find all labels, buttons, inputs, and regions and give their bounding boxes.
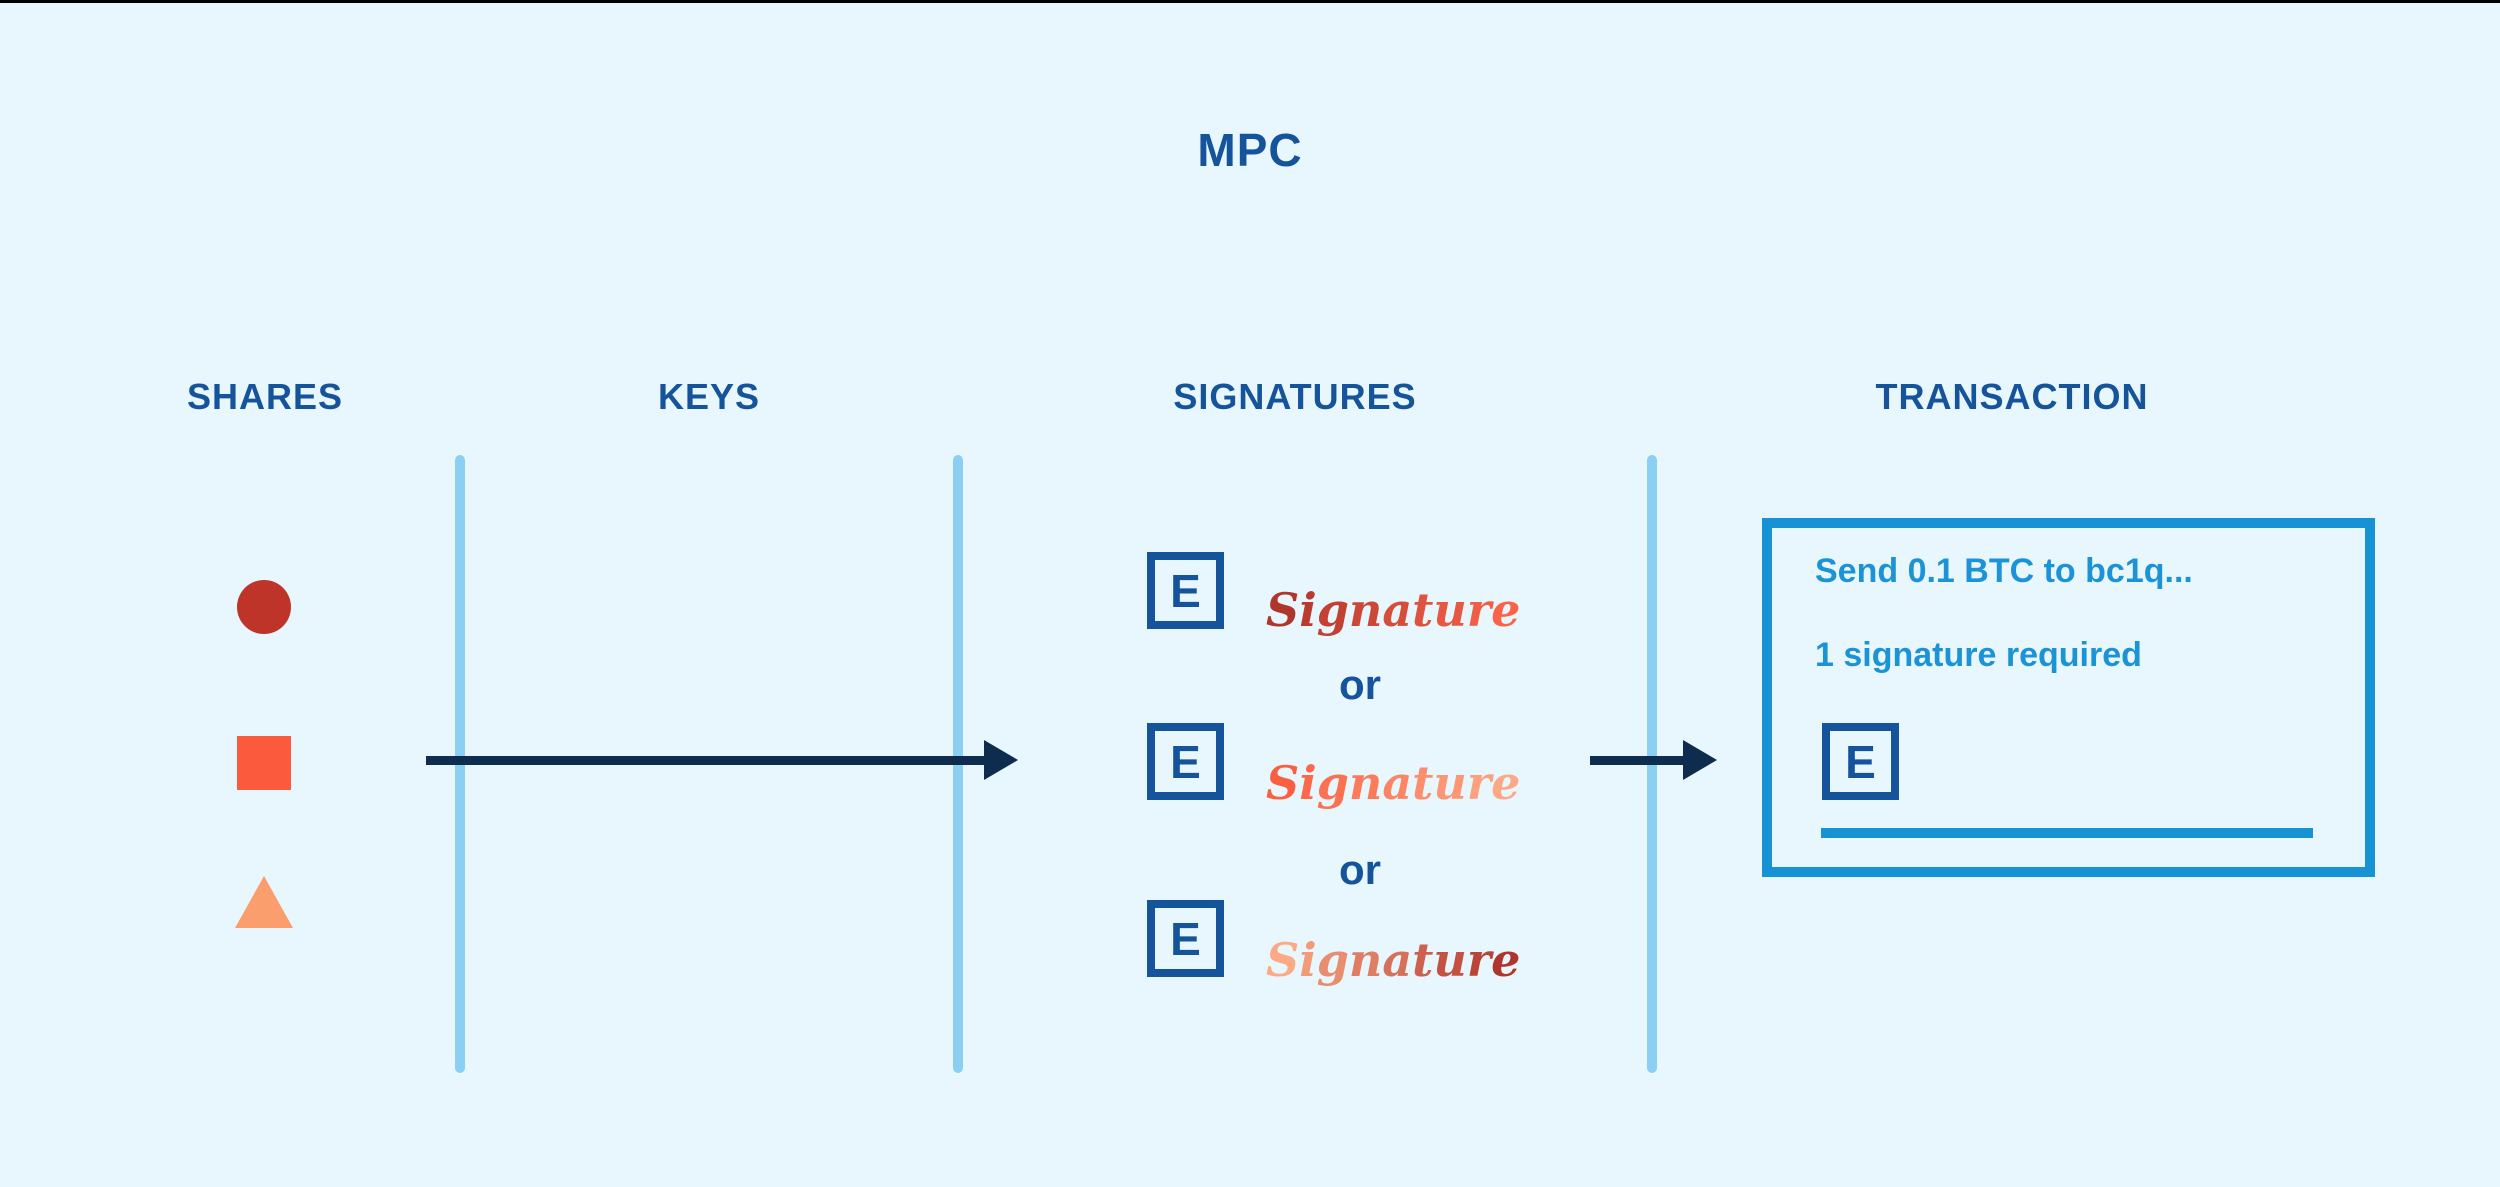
column-header-signatures: SIGNATURES (1173, 376, 1417, 417)
signature-script-label: Signature (1266, 933, 1521, 987)
column-header-transaction: TRANSACTION (1875, 376, 2149, 417)
column-header-keys: KEYS (657, 376, 761, 417)
or-separator: or (1339, 846, 1381, 893)
e-badge-icon: E (1147, 723, 1224, 800)
shares-to-signatures-arrow (426, 756, 984, 765)
signature-underline (1821, 828, 2313, 838)
e-badge-icon: E (1822, 723, 1899, 800)
signature-script-label: Signature (1266, 756, 1521, 810)
or-separator: or (1339, 661, 1381, 708)
signature-script-label: Signature (1266, 583, 1521, 637)
signatures-to-transaction-arrow (1590, 756, 1683, 765)
top-edge-line (0, 0, 2500, 3)
signatures-to-transaction-arrow-head-icon (1683, 740, 1717, 780)
share-triangle-icon (235, 876, 293, 928)
transaction-requirement-text: 1 signature required (1815, 636, 2142, 674)
share-circle-icon (237, 580, 291, 634)
diagram-title: MPC (1197, 124, 1303, 176)
e-badge-icon: E (1147, 552, 1224, 629)
shares-to-signatures-arrow-head-icon (984, 740, 1018, 780)
share-square-icon (237, 736, 291, 790)
transaction-detail-text: Send 0.1 BTC to bc1q... (1815, 552, 2193, 590)
transaction-card: Send 0.1 BTC to bc1q... 1 signature requ… (1762, 518, 2375, 877)
e-badge-icon: E (1147, 900, 1224, 977)
column-header-shares: SHARES (186, 376, 344, 417)
